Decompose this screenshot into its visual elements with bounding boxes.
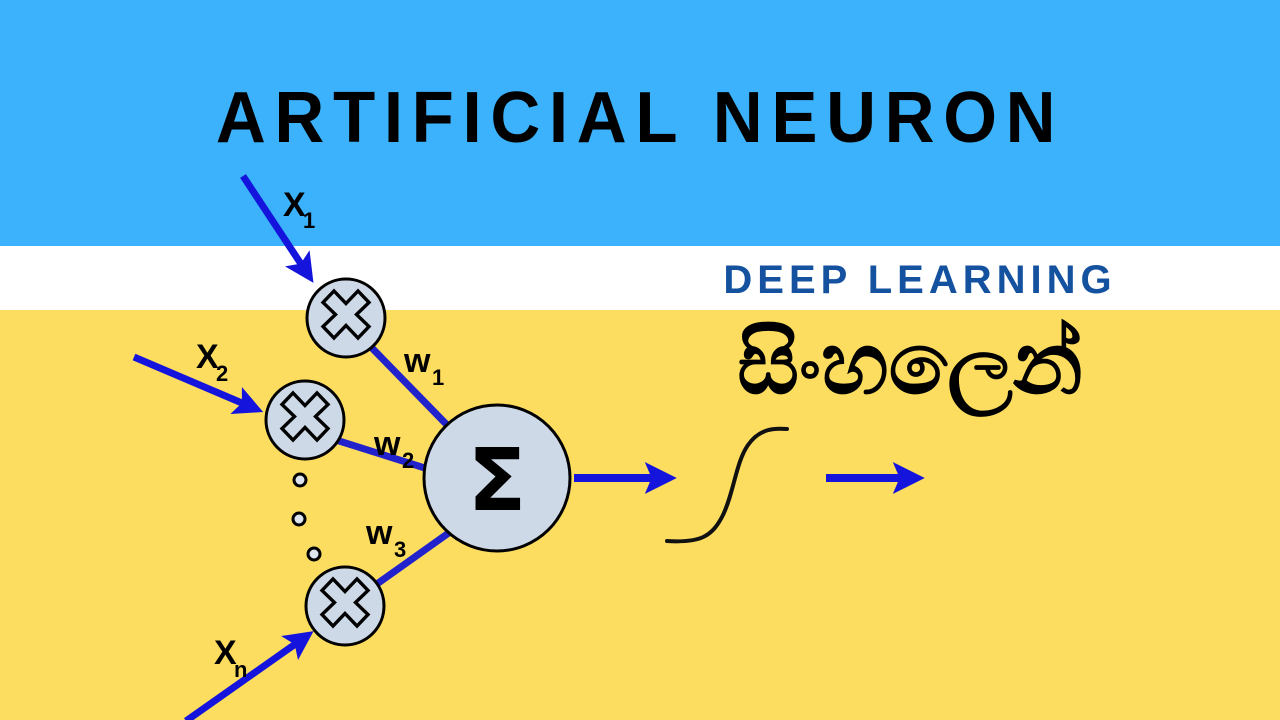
subtitle-deep-learning: DEEP LEARNING	[723, 258, 1117, 302]
multiply-cross-icon	[319, 576, 371, 629]
input-arrow-x1	[240, 174, 314, 283]
ellipsis-dot	[306, 546, 322, 562]
summation-node[interactable]: Σ	[422, 403, 572, 553]
input-label-xn: X n	[214, 634, 247, 682]
multiply-node-3[interactable]	[304, 565, 386, 647]
weight-line-w1	[368, 344, 452, 430]
weight-line-w3	[371, 529, 453, 589]
weight-label-w3: w 3	[365, 514, 406, 562]
input-label-x2-base: X	[196, 338, 219, 376]
input-label-x1-base: X	[283, 186, 306, 224]
ellipsis-dot	[292, 472, 308, 488]
ellipsis-dot	[291, 511, 307, 527]
header-blue-band	[0, 0, 1280, 246]
weight-label-w2-subscript: 2	[402, 448, 414, 473]
page-title: ARTIFICIAL NEURON	[215, 78, 1065, 158]
body-yellow-band	[0, 310, 1280, 720]
weight-label-w3-base: w	[365, 514, 393, 552]
sinhala-language-label: සිංහලෙන්	[737, 314, 1083, 414]
weight-label-w1-subscript: 1	[432, 365, 444, 390]
summation-node-circle	[422, 403, 572, 553]
input-label-xn-subscript: n	[234, 657, 247, 682]
weight-label-w2: w 2	[373, 425, 414, 473]
input-label-x1-subscript: 1	[303, 208, 315, 233]
weight-line-w2	[334, 436, 430, 473]
multiply-cross-icon	[279, 390, 331, 443]
weight-label-w1: w 1	[403, 342, 444, 390]
divider-white-band	[0, 246, 1280, 310]
sigma-glyph: Σ	[468, 431, 527, 531]
sigmoid-curve-icon	[665, 426, 789, 544]
input-arrow-x2	[132, 353, 264, 415]
input-arrow-xn	[183, 631, 314, 720]
input-label-xn-base: X	[214, 634, 237, 672]
input-label-x2-subscript: 2	[216, 361, 228, 386]
multiply-node-1[interactable]	[305, 277, 387, 359]
weight-label-w1-base: w	[403, 342, 431, 380]
multiply-cross-icon	[320, 288, 372, 341]
input-label-x1: X 1	[283, 186, 315, 233]
input-label-x2: X 2	[196, 338, 228, 386]
weight-label-w2-base: w	[373, 425, 401, 463]
multiply-node-2[interactable]	[264, 379, 346, 461]
weight-label-w3-subscript: 3	[394, 537, 406, 562]
